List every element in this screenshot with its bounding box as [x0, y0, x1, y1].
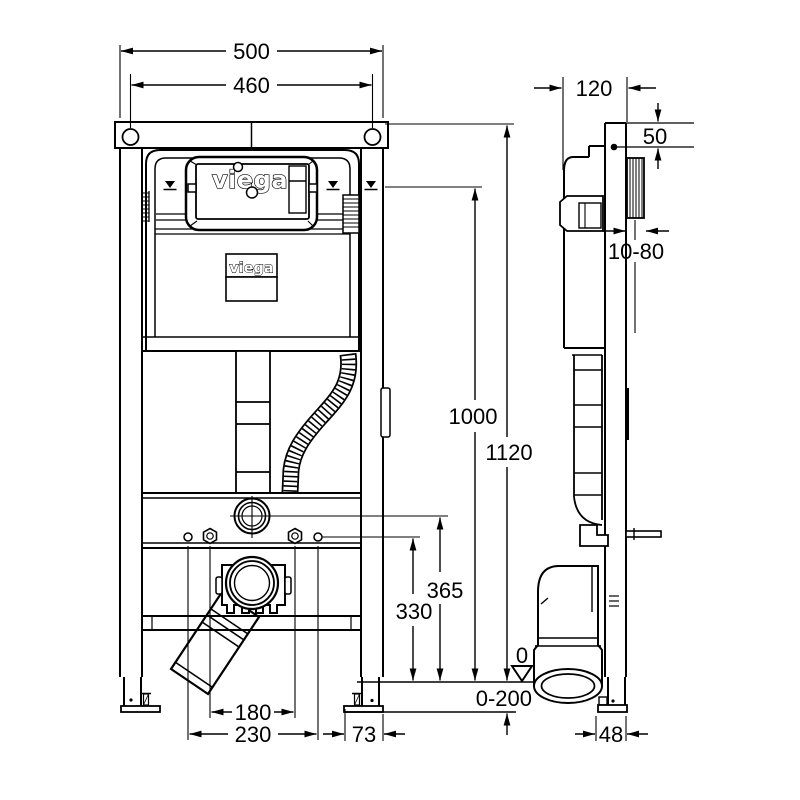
dim-label-120: 120	[576, 76, 613, 101]
dim-label-460: 460	[233, 73, 270, 98]
flush-bend	[233, 496, 271, 538]
dim-label-50: 50	[643, 124, 667, 149]
side-rail	[604, 122, 629, 677]
rail-rib-left	[142, 191, 150, 222]
fixing-studs	[183, 527, 323, 545]
plate-spacer-hatch	[626, 157, 645, 333]
side-foot	[597, 677, 628, 713]
bowl-bracket	[579, 524, 609, 547]
service-cover: viega	[225, 253, 278, 302]
dim-label-330: 330	[396, 599, 433, 624]
dim-label-1120: 1120	[485, 440, 532, 465]
dim-label-0-200: 0-200	[476, 686, 532, 711]
datum-triangle	[510, 665, 534, 683]
anchor-hole-left	[121, 128, 140, 146]
side-view	[533, 122, 662, 713]
cross-members	[142, 492, 361, 549]
level-marks	[163, 181, 378, 191]
dim-label-73: 73	[352, 722, 376, 747]
flush-button-panel	[288, 165, 307, 214]
mounting-frame	[114, 121, 391, 677]
fill-valve-rib	[342, 194, 360, 234]
clip-right	[308, 183, 318, 193]
logo-dot-bottom	[245, 186, 259, 199]
dim-label-48: 48	[599, 722, 623, 747]
anchor-hole-right	[363, 128, 382, 146]
logo-dot-top	[232, 161, 244, 173]
dim-label-365: 365	[427, 578, 464, 603]
wall-bracket	[380, 387, 391, 438]
dim-label-10-80: 10-80	[608, 239, 664, 264]
side-flush-channel	[572, 354, 662, 547]
corrugated-hose	[281, 352, 358, 494]
dimension-annotations: 500 460 1120 1000 365 330 180 230 73 0 0…	[119, 39, 694, 747]
dim-label-230: 230	[235, 722, 272, 747]
fixing-rod	[625, 530, 662, 538]
drain-socket	[215, 555, 292, 614]
dim-label-1000: 1000	[449, 404, 498, 429]
dim-label-180: 180	[235, 700, 272, 725]
flush-pipe-channel	[235, 350, 271, 494]
dim-label-500: 500	[233, 39, 270, 64]
front-view: viega viega	[114, 121, 391, 713]
dim-label-0: 0	[516, 643, 528, 668]
clip-left	[187, 183, 197, 193]
drain-elbow	[533, 565, 603, 704]
side-cistern-profile	[559, 145, 605, 349]
bottom-cross-member	[142, 615, 361, 631]
viega-logo-cistern: viega	[229, 261, 273, 277]
actuator-plate: viega	[163, 155, 378, 232]
